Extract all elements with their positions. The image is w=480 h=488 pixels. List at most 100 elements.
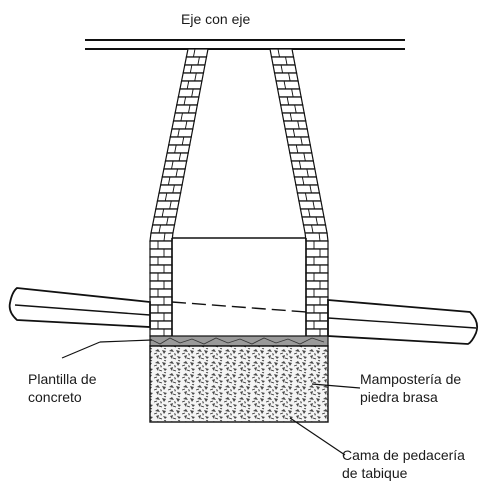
label-plantilla: Plantilla de concreto: [28, 370, 97, 406]
brick-joint: [183, 96, 187, 106]
brick-course: [149, 288, 173, 298]
brick-joint: [298, 160, 302, 170]
brick-joint: [289, 112, 293, 122]
brick-joint: [304, 192, 308, 202]
brick-course: [284, 128, 310, 138]
brick-joint: [318, 232, 321, 242]
brick-course: [290, 160, 316, 170]
left-brick-wall: [149, 48, 209, 337]
brick-course: [149, 280, 173, 290]
brick-course: [149, 248, 173, 258]
brick-course: [174, 104, 199, 114]
brick-joint: [297, 120, 300, 130]
brick-course: [272, 64, 298, 74]
brick-course: [299, 208, 325, 218]
brick-course: [269, 48, 295, 58]
brick-joint: [192, 48, 196, 58]
brick-joint: [288, 72, 291, 82]
brick-course: [305, 320, 329, 330]
brick-course: [172, 112, 197, 122]
brick-course: [305, 264, 329, 274]
brick-course: [149, 296, 173, 306]
brick-joint: [167, 176, 171, 186]
brick-joint: [285, 56, 288, 66]
brick-course: [305, 328, 329, 337]
brick-joint: [180, 112, 183, 122]
stone-masonry-base: [149, 345, 329, 423]
brick-joint: [184, 120, 188, 130]
brick-course: [270, 56, 296, 66]
label-eje-con-eje: Eje con eje: [181, 10, 250, 28]
brick-course: [149, 232, 174, 242]
brick-course: [149, 264, 173, 274]
brick-course: [305, 280, 329, 290]
brick-joint: [303, 152, 306, 162]
brick-course: [305, 256, 329, 266]
brick-course: [302, 224, 328, 234]
brick-joint: [177, 128, 180, 138]
brick-course: [176, 96, 200, 106]
brick-course: [153, 208, 179, 218]
brick-joint: [178, 152, 182, 162]
brick-joint: [294, 104, 297, 114]
brick-course: [161, 168, 186, 178]
brick-course: [155, 200, 180, 210]
brick-course: [171, 120, 196, 130]
brick-course: [275, 80, 301, 90]
brick-joint: [309, 184, 312, 194]
label-cama-line2: de tabique: [342, 465, 408, 481]
brick-course: [151, 216, 177, 226]
brick-joint: [312, 200, 315, 210]
brick-course: [305, 296, 329, 306]
brick-course: [169, 128, 194, 138]
brick-course: [180, 72, 205, 82]
brick-course: [298, 200, 324, 210]
brick-joint: [174, 144, 177, 154]
brick-course: [292, 168, 318, 178]
brick-course: [279, 104, 305, 114]
label-cama: Cama de pedacería de tabique: [342, 446, 465, 482]
brick-course: [273, 72, 299, 82]
brick-course: [305, 312, 329, 322]
brick-joint: [280, 64, 284, 74]
brick-joint: [191, 88, 194, 98]
brick-course: [293, 176, 319, 186]
brick-joint: [172, 184, 175, 194]
brick-course: [156, 192, 182, 202]
brick-joint: [311, 224, 314, 234]
brick-joint: [161, 208, 165, 218]
brick-course: [177, 88, 202, 98]
brick-course: [167, 136, 192, 146]
label-mamposteria: Mampostería de piedra brasa: [360, 370, 461, 406]
brick-course: [179, 80, 203, 90]
brick-course: [289, 152, 315, 162]
brick-joint: [188, 104, 191, 114]
brick-joint: [308, 208, 311, 218]
brick-joint: [315, 216, 318, 226]
brick-course: [281, 112, 307, 122]
brick-course: [276, 88, 302, 98]
brick-course: [159, 176, 185, 186]
brick-course: [163, 160, 188, 170]
brick-course: [166, 144, 191, 154]
brick-joint: [189, 64, 193, 74]
top-ground-line: [85, 39, 405, 50]
brick-joint: [158, 224, 161, 234]
right-brick-wall: [269, 48, 329, 337]
brick-course: [305, 240, 329, 250]
brick-joint: [171, 160, 174, 170]
chamber-interior: [171, 237, 307, 336]
label-mamposteria-line2: piedra brasa: [360, 389, 438, 405]
label-mamposteria-line1: Mampostería de: [360, 371, 462, 387]
brick-joint: [194, 72, 197, 82]
brick-course: [185, 48, 209, 58]
brick-joint: [286, 96, 290, 106]
label-cama-line1: Cama de pedacería: [342, 447, 465, 463]
brick-course: [304, 232, 329, 242]
brick-course: [278, 96, 304, 106]
brick-course: [296, 192, 322, 202]
brick-joint: [301, 176, 305, 186]
brick-joint: [166, 216, 169, 226]
concrete-slab: [149, 335, 329, 347]
